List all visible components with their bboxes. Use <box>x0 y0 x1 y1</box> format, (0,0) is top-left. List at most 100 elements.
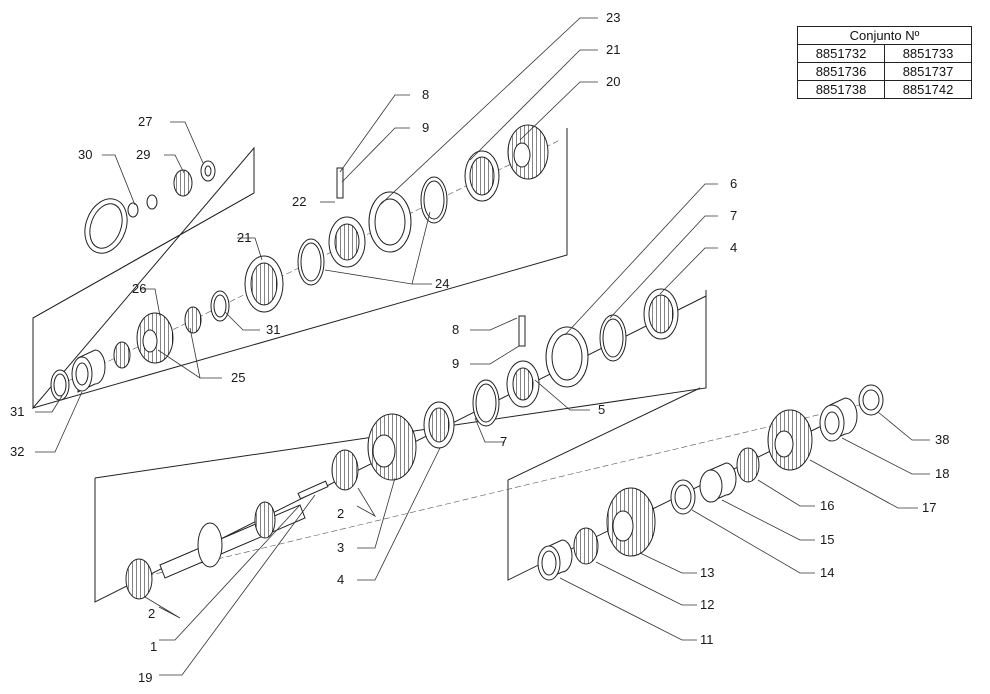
part-12-bearing <box>573 527 599 565</box>
part-21-synchro-left-inner <box>250 262 278 306</box>
frame-middle-left <box>94 295 707 603</box>
callout-1: 1 <box>150 639 157 654</box>
callout-21-mid: 21 <box>237 230 251 245</box>
callout-26: 26 <box>132 281 146 296</box>
part-4-synchro-top-inner <box>648 294 674 334</box>
part-27-washer-inner <box>204 165 212 177</box>
part-1-shaft-flange <box>197 522 223 568</box>
part-24-ring-a-inner <box>300 242 322 282</box>
part-1-main-shaft <box>159 504 306 579</box>
table-row: 8851738 8851742 <box>797 80 972 99</box>
leader-lines <box>35 17 930 676</box>
callout-5: 5 <box>598 402 605 417</box>
callout-30: 30 <box>78 147 92 162</box>
part-2-bearing-mid <box>331 449 359 491</box>
callout-25: 25 <box>231 370 245 385</box>
part-8-pin <box>518 315 526 347</box>
part-hub-inner <box>334 223 360 261</box>
frame-middle-right <box>94 290 707 479</box>
callout-9-top: 9 <box>422 120 429 135</box>
callout-12: 12 <box>700 597 714 612</box>
callout-2-left: 2 <box>148 606 155 621</box>
part-25-bearing-a <box>113 341 131 369</box>
callout-31-mid: 31 <box>266 322 280 337</box>
callout-4-mid: 4 <box>337 572 344 587</box>
assembly-number-table: Conjunto Nº 8851732 8851733 8851736 8851… <box>797 26 972 99</box>
callout-17: 17 <box>922 500 936 515</box>
part-38-washer-inner <box>862 389 880 411</box>
part-25-bearing-b <box>184 306 202 334</box>
table-cell: 8851737 <box>884 62 972 81</box>
callout-14: 14 <box>820 565 834 580</box>
callout-9-mid: 9 <box>452 356 459 371</box>
part-11-sleeve-bore <box>541 550 557 576</box>
part-16-bearing <box>736 447 760 483</box>
part-3-gear-hub <box>372 434 396 468</box>
callout-19: 19 <box>138 670 152 685</box>
part-23-sleeve-inner <box>374 198 406 246</box>
part-14-ring-inner <box>674 484 692 510</box>
callout-13: 13 <box>700 565 714 580</box>
callout-11: 11 <box>700 632 714 647</box>
part-washer-b <box>146 194 158 210</box>
frame-upper-main <box>32 192 255 319</box>
callout-22: 22 <box>292 194 306 209</box>
callout-23: 23 <box>606 10 620 25</box>
callout-31-left: 31 <box>10 404 24 419</box>
part-30-ring-inner <box>89 203 123 249</box>
callout-7-mid: 7 <box>500 434 507 449</box>
table-header: Conjunto Nº <box>797 26 972 45</box>
axis-lower <box>129 399 881 581</box>
callout-18: 18 <box>935 466 949 481</box>
callout-15: 15 <box>820 532 834 547</box>
part-20-gear-hub <box>513 142 531 168</box>
table-cell: 8851738 <box>797 80 885 99</box>
part-19-pin <box>297 480 329 500</box>
table-cell: 8851742 <box>884 80 972 99</box>
part-21-synchro-right-inner <box>469 156 495 196</box>
frame-lower-2 <box>507 387 701 481</box>
callout-4-top: 4 <box>730 240 737 255</box>
part-22-pin <box>336 167 344 199</box>
part-7-ring-mid-inner <box>475 383 497 423</box>
callout-29: 29 <box>136 147 150 162</box>
part-7-ring-top-inner <box>602 318 624 358</box>
part-26-gear-hub <box>142 329 158 353</box>
part-washer-a <box>127 202 139 218</box>
part-6-sleeve-inner <box>551 333 583 381</box>
part-29-gear <box>173 169 193 197</box>
callout-21-top: 21 <box>606 42 620 57</box>
callout-7-top: 7 <box>730 208 737 223</box>
part-17-gear-hub <box>774 430 794 458</box>
frame-upper-left <box>32 146 255 410</box>
callout-8-top: 8 <box>422 87 429 102</box>
callout-38: 38 <box>935 432 949 447</box>
part-5-hub-inner <box>512 367 534 401</box>
callout-3: 3 <box>337 540 344 555</box>
table-cell: 8851733 <box>884 44 972 63</box>
callout-6: 6 <box>730 176 737 191</box>
part-18-bearing-bore <box>824 411 840 435</box>
part-13-gear-hub <box>612 510 634 542</box>
callout-16: 16 <box>820 498 834 513</box>
part-4-ring-mid-inner <box>428 407 450 443</box>
part-31-ring-left-inner <box>53 373 67 397</box>
frame-upper-right <box>32 128 568 409</box>
part-32-sleeve-bore <box>75 362 89 386</box>
part-31-ring-mid-inner <box>213 294 227 318</box>
part-24-ring-b-inner <box>423 180 445 220</box>
part-1-shaft-spline <box>254 501 276 539</box>
callout-20: 20 <box>606 74 620 89</box>
callout-24: 24 <box>435 276 449 291</box>
callout-27: 27 <box>138 114 152 129</box>
part-2-bearing-left <box>125 558 153 600</box>
table-row: 8851732 8851733 <box>797 44 972 63</box>
callout-8-mid: 8 <box>452 322 459 337</box>
table-cell: 8851736 <box>797 62 885 81</box>
frame-lower <box>507 411 851 581</box>
callout-32: 32 <box>10 444 24 459</box>
part-15-sleeve-face <box>699 469 723 503</box>
callout-2-mid: 2 <box>337 506 344 521</box>
table-cell: 8851732 <box>797 44 885 63</box>
